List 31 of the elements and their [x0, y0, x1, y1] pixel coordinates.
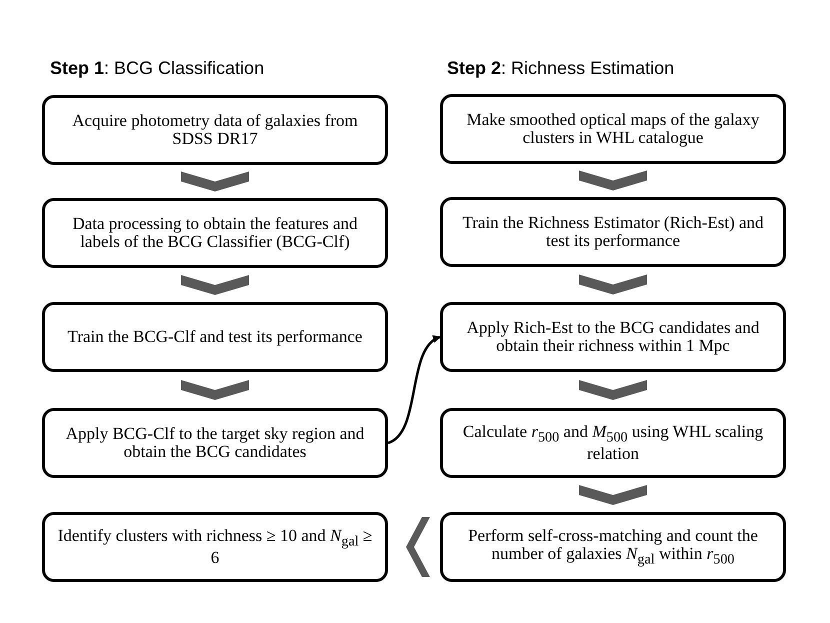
- process-box: [42, 198, 388, 268]
- chevron-arrow: [579, 170, 647, 190]
- step-heading: Step 1: BCG Classification: [50, 58, 264, 79]
- step-text: Make smoothed optical maps of the galaxy clusters in WHL catalogue: [466, 111, 760, 147]
- process-box: [440, 94, 786, 164]
- chevron-arrow: [181, 275, 249, 295]
- step-text: Train the BCG-Clf and test its performance: [68, 328, 362, 346]
- process-box: [440, 197, 786, 267]
- process-box: [440, 408, 786, 478]
- step-text: Calculate r$_{500}$ and M$_{500}$ using WHL scaling relation: [462, 422, 764, 464]
- chevron-arrow: [181, 172, 249, 192]
- process-box: [440, 302, 786, 372]
- chevron-arrow: [181, 380, 249, 400]
- step-text: Data processing to obtain the features and labels of the BCG Classifier (BCG-Clf): [71, 215, 359, 251]
- step-text: Identify clusters with richness ≥ 10 and N$_{gal}$ ≥ 6: [56, 526, 374, 568]
- step-text: Apply BCG-Clf to the target sky region and obtain the BCG candidates: [64, 425, 366, 461]
- chevron-arrow: [579, 380, 647, 400]
- curved-arrow: [387, 336, 441, 444]
- step-text: Acquire photometry data of galaxies from SDSS DR17: [71, 112, 359, 148]
- step-text: Perform self-cross-matching and count the number of galaxies N$_{gal}$ within r$_{500}$: [467, 526, 759, 568]
- chevron-arrow: [579, 485, 647, 505]
- process-box: [440, 512, 786, 582]
- process-box: [42, 302, 388, 372]
- process-box: [42, 512, 388, 582]
- step-heading: Step 2: Richness Estimation: [447, 58, 674, 79]
- process-box: [42, 95, 388, 165]
- step-text: Apply Rich-Est to the BCG candidates and obtain their richness within 1 Mpc: [466, 319, 760, 355]
- chevron-arrow: [406, 517, 430, 577]
- process-box: [42, 408, 388, 478]
- chevron-arrow: [579, 274, 647, 294]
- step-text: Train the Richness Estimator (Rich-Est) and test its performance: [461, 214, 765, 250]
